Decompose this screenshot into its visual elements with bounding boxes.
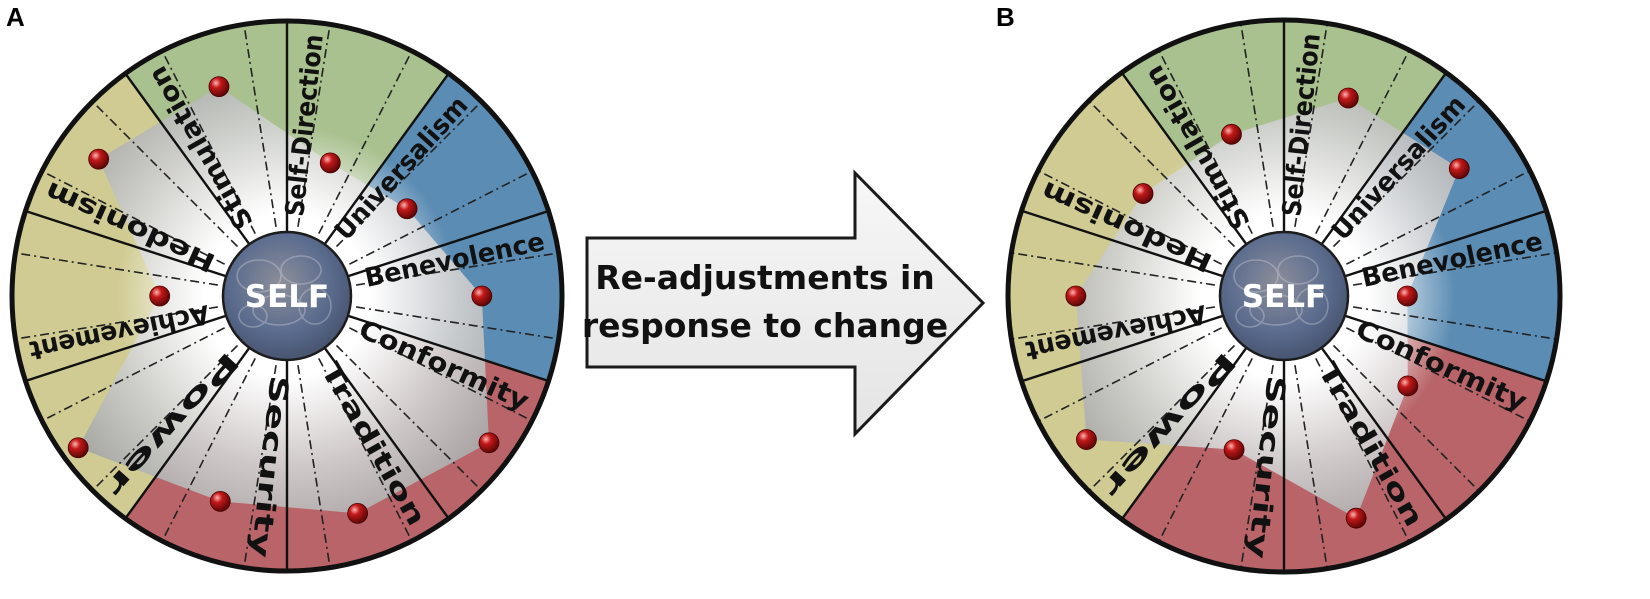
brain-texture bbox=[1233, 255, 1329, 328]
sector-divider bbox=[1021, 209, 1224, 278]
sector-divider bbox=[124, 72, 251, 245]
guide-line bbox=[335, 344, 483, 492]
value-marker-tradition bbox=[347, 502, 369, 524]
guide-line bbox=[1332, 344, 1480, 492]
guide-line bbox=[1157, 49, 1253, 234]
guide-line bbox=[1346, 327, 1531, 423]
wheel-outline bbox=[9, 18, 565, 574]
guide-line bbox=[1037, 327, 1222, 423]
sector-divider bbox=[1120, 347, 1248, 520]
sector-benevolence bbox=[1284, 210, 1560, 382]
guide-line bbox=[356, 252, 559, 286]
value-marker-stimulation bbox=[1221, 123, 1242, 145]
transition-arrow: Re-adjustments in response to change bbox=[582, 169, 986, 438]
guide-line bbox=[1157, 358, 1253, 543]
sector-divider bbox=[1021, 314, 1224, 383]
guide-line bbox=[41, 327, 225, 422]
value-marker-self-direction bbox=[319, 152, 341, 174]
guide-line bbox=[1315, 358, 1411, 543]
sector-divider bbox=[1344, 209, 1547, 278]
guide-line bbox=[349, 170, 533, 265]
arrow-shape bbox=[585, 169, 986, 438]
guide-line bbox=[161, 358, 256, 542]
guide-line bbox=[318, 358, 413, 542]
value-marker-hedonism bbox=[88, 148, 110, 170]
sector-divider bbox=[323, 72, 450, 245]
guide-line bbox=[1353, 252, 1557, 286]
self-label: SELF bbox=[1242, 279, 1326, 315]
guide-line bbox=[1011, 252, 1215, 286]
guide-line bbox=[15, 252, 218, 286]
value-marker-conformity bbox=[1397, 375, 1419, 397]
guide-line bbox=[1011, 306, 1215, 340]
self-hub bbox=[1218, 230, 1350, 362]
value-marker-hedonism bbox=[1132, 183, 1154, 204]
guide-line bbox=[91, 100, 239, 248]
panel-a: A Self-DirectionUniversalismBenevolenceC… bbox=[6, 2, 565, 574]
guide-line bbox=[1240, 365, 1274, 569]
guide-line bbox=[1088, 100, 1236, 248]
sector-divider bbox=[25, 314, 227, 383]
guide-line bbox=[1346, 169, 1531, 265]
guide-line bbox=[318, 50, 413, 234]
value-marker-security bbox=[209, 490, 231, 512]
guide-line bbox=[1294, 23, 1328, 227]
guide-line bbox=[1353, 306, 1557, 340]
sector-divider bbox=[1320, 72, 1448, 245]
guide-line bbox=[41, 170, 225, 265]
self-label: SELF bbox=[245, 279, 329, 315]
value-marker-achievement bbox=[1065, 285, 1087, 307]
wheel-outline bbox=[1005, 17, 1563, 575]
guide-line bbox=[1294, 365, 1328, 569]
value-marker-security bbox=[1223, 439, 1245, 461]
sector-divider bbox=[1320, 347, 1448, 520]
guide-line bbox=[297, 365, 331, 568]
self-hub bbox=[221, 230, 353, 362]
guide-line bbox=[15, 306, 218, 340]
guide-line bbox=[1315, 49, 1411, 234]
value-marker-universalism bbox=[396, 198, 418, 220]
value-marker-power bbox=[67, 437, 89, 459]
value-marker-conformity bbox=[478, 432, 500, 454]
sector-divider bbox=[1120, 72, 1248, 245]
sector-divider bbox=[124, 347, 251, 520]
value-marker-achievement bbox=[149, 285, 171, 307]
sector-divider bbox=[347, 314, 549, 383]
guide-line bbox=[297, 24, 331, 227]
sector-divider bbox=[1344, 314, 1547, 383]
guide-line bbox=[243, 24, 277, 227]
guide-line bbox=[91, 344, 239, 492]
sector-divider bbox=[323, 347, 450, 520]
arrow-text-line2: response to change bbox=[582, 306, 948, 345]
value-marker-stimulation bbox=[208, 76, 230, 98]
value-marker-universalism bbox=[1448, 158, 1470, 180]
panel-label-a: A bbox=[6, 2, 25, 32]
value-marker-power bbox=[1076, 429, 1097, 450]
guide-line bbox=[349, 327, 533, 422]
value-wheel-a: Self-DirectionUniversalismBenevolenceCon… bbox=[9, 18, 565, 574]
value-marker-benevolence bbox=[1396, 285, 1418, 307]
guide-line bbox=[1240, 23, 1274, 227]
panel-b: B Self-DirectionUniversalismBenevolenceC… bbox=[996, 2, 1563, 575]
arrow-text-line1: Re-adjustments in bbox=[595, 258, 935, 297]
guide-line bbox=[161, 50, 256, 234]
guide-line bbox=[356, 306, 559, 340]
guide-line bbox=[335, 100, 483, 248]
guide-line bbox=[243, 365, 277, 568]
sector-divider bbox=[25, 209, 227, 278]
panel-label-b: B bbox=[996, 2, 1015, 32]
guide-line bbox=[1332, 100, 1480, 248]
value-wheel-b: Self-DirectionUniversalismBenevolenceCon… bbox=[1005, 17, 1563, 575]
brain-texture bbox=[236, 255, 332, 328]
guide-line bbox=[1037, 169, 1222, 265]
value-marker-benevolence bbox=[471, 285, 493, 307]
guide-line bbox=[1088, 344, 1236, 492]
value-marker-self-direction bbox=[1337, 87, 1359, 109]
sector-divider bbox=[347, 209, 549, 278]
value-marker-tradition bbox=[1345, 507, 1367, 529]
